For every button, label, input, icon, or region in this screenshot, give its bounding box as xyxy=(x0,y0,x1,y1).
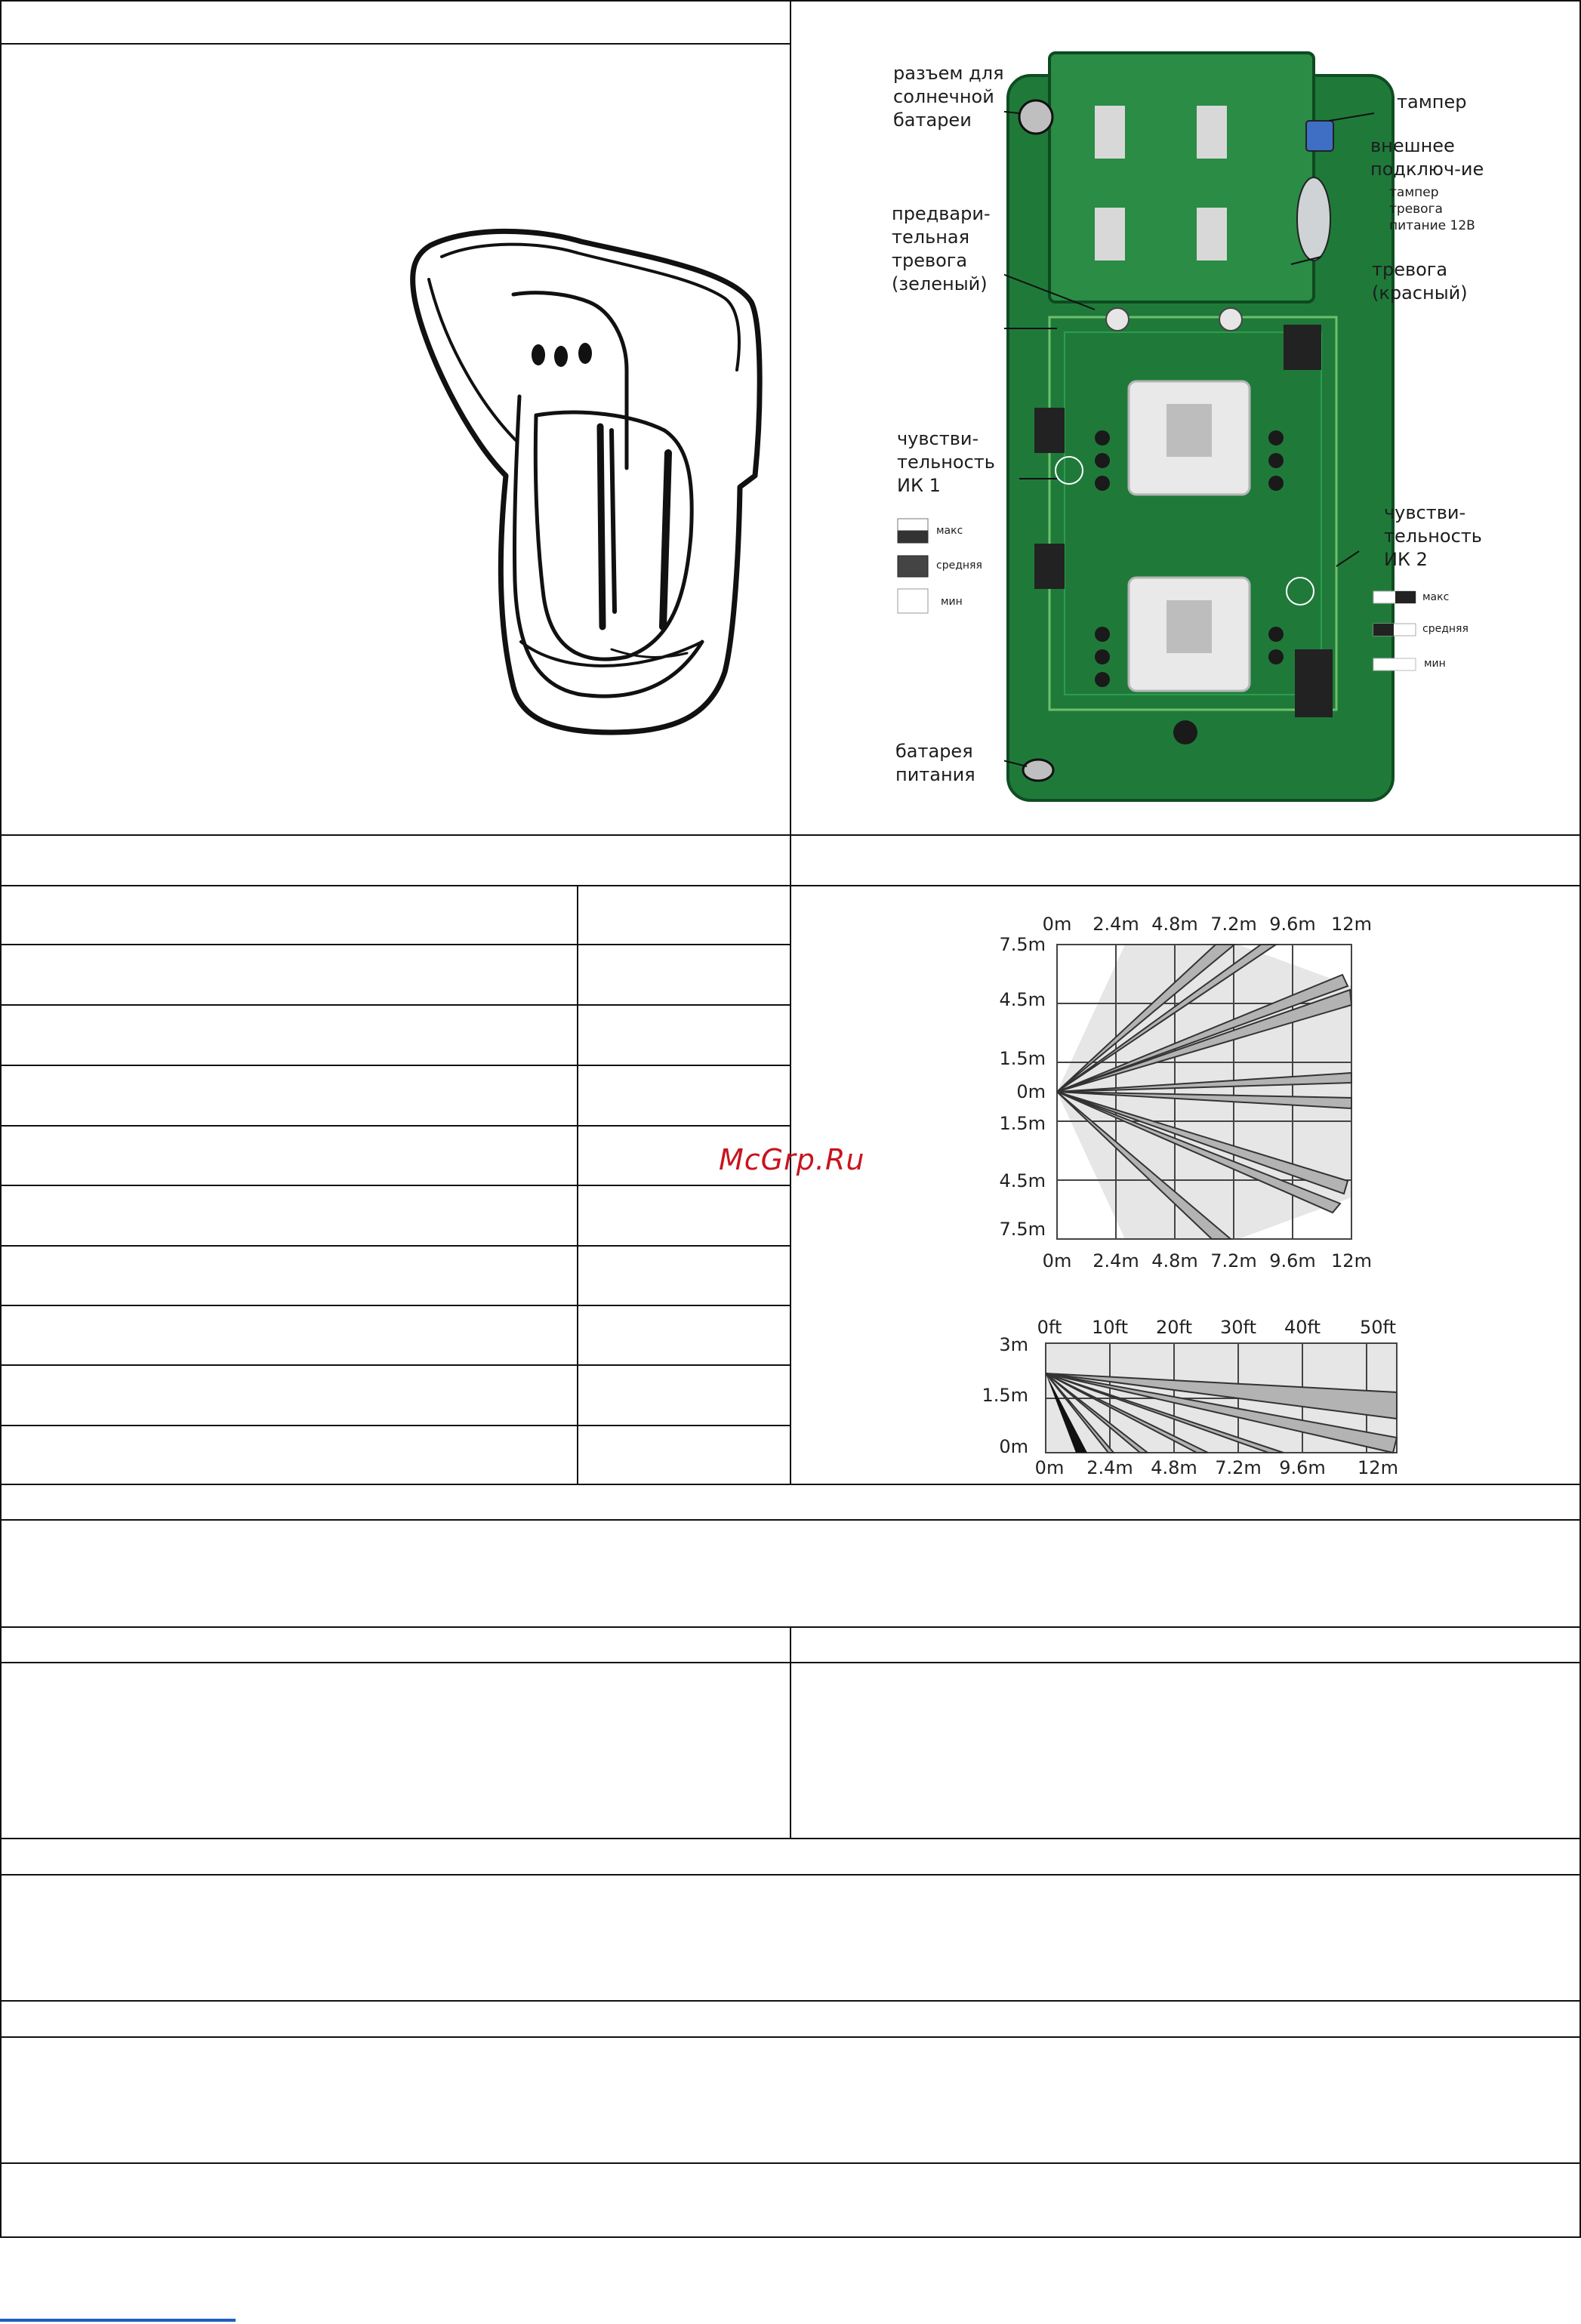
top-view-x-tick-bottom: 4.8m xyxy=(1151,1250,1198,1271)
top-view-x-tick-bottom: 2.4m xyxy=(1093,1250,1139,1271)
rule xyxy=(0,1065,790,1066)
jumper-mid-label: средняя xyxy=(1422,623,1469,635)
side-view-m-tick: 4.8m xyxy=(1151,1457,1197,1478)
rule xyxy=(0,1245,790,1247)
rule xyxy=(0,1364,790,1366)
top-view-y-tick: 4.5m xyxy=(999,989,1046,1010)
pcb-photo xyxy=(1004,51,1395,802)
side-view-ft-tick: 10ft xyxy=(1092,1317,1128,1338)
rule xyxy=(0,2000,1581,2002)
beams xyxy=(1056,944,1353,1240)
top-view-y-tick: 0m xyxy=(1016,1081,1046,1102)
top-view-x-tick-top: 0m xyxy=(1043,914,1072,935)
tamper-label: тампер xyxy=(1397,91,1467,113)
rule xyxy=(0,1519,1581,1521)
top-view-y-tick: 1.5m xyxy=(999,1113,1046,1134)
jumper-icons xyxy=(1373,590,1416,671)
ir1-jumper-legend: макс средняя мин xyxy=(897,518,982,616)
rule xyxy=(0,944,790,945)
side-view-ft-tick: 40ft xyxy=(1284,1317,1321,1338)
watermark: McGrp.Ru xyxy=(719,1143,865,1176)
top-view-pattern: 0m 0m 2.4m 2.4m 4.8m 4.8m 7.2m 7.2m 9.6m 9.6m 12m 1… xyxy=(999,914,1372,1271)
creep-zone xyxy=(1046,1373,1087,1453)
rule xyxy=(0,1185,790,1186)
top-view-y-tick: 1.5m xyxy=(999,1048,1046,1069)
rule xyxy=(0,1125,790,1127)
side-view-m-tick: 12m xyxy=(1358,1457,1398,1478)
rule xyxy=(0,1425,790,1426)
top-view-x-tick-bottom: 9.6m xyxy=(1269,1250,1316,1271)
jumper-min-label: мин xyxy=(1424,658,1446,670)
top-view-x-tick-top: 9.6m xyxy=(1269,914,1316,935)
top-view-x-tick-top: 7.2m xyxy=(1210,914,1257,935)
side-view-m-tick: 0m xyxy=(1035,1457,1065,1478)
side-view-y-tick: 0m xyxy=(999,1436,1028,1457)
side-view-y-tick: 1.5m xyxy=(982,1385,1028,1406)
footer-link-underline xyxy=(0,2319,236,2322)
top-view-x-tick-top: 4.8m xyxy=(1151,914,1198,935)
top-view-y-tick: 7.5m xyxy=(999,1219,1046,1240)
jumper-icons xyxy=(897,518,929,614)
side-view-ft-tick: 30ft xyxy=(1220,1317,1256,1338)
top-view-x-tick-bottom: 12m xyxy=(1331,1250,1372,1271)
jumper-min-label: мин xyxy=(941,596,963,608)
top-view-x-tick-top: 12m xyxy=(1331,914,1372,935)
side-view-m-tick: 9.6m xyxy=(1279,1457,1326,1478)
detector-illustration xyxy=(410,228,763,735)
jumper-max-label: макс xyxy=(1422,591,1450,603)
top-view-x-tick-top: 2.4m xyxy=(1093,914,1139,935)
side-view-pattern: 0ft 10ft 20ft 30ft 40ft 50ft 0m 2.4m 4.8m 7.2m 9.6… xyxy=(982,1317,1398,1478)
side-beams xyxy=(1045,1373,1398,1454)
side-view-m-tick: 7.2m xyxy=(1215,1457,1262,1478)
top-view-y-tick: 4.5m xyxy=(999,1170,1046,1191)
rule xyxy=(790,0,791,1485)
rule xyxy=(0,0,2,2238)
rule xyxy=(0,43,790,45)
rule xyxy=(1579,0,1581,2238)
rule xyxy=(0,1874,1581,1876)
jumper-mid-label: средняя xyxy=(936,559,982,572)
top-view-x-tick-bottom: 0m xyxy=(1043,1250,1072,1271)
rule xyxy=(790,1626,791,1839)
rule xyxy=(0,2236,1581,2238)
side-view-m-tick: 2.4m xyxy=(1086,1457,1133,1478)
top-view-x-tick-bottom: 7.2m xyxy=(1210,1250,1257,1271)
rule xyxy=(0,2036,1581,2038)
ir2-jumper-legend: макс средняя мин xyxy=(1373,590,1493,673)
side-view-ft-tick: 50ft xyxy=(1360,1317,1396,1338)
side-view-ft-tick: 0ft xyxy=(1037,1317,1062,1338)
top-view-y-tick: 7.5m xyxy=(999,934,1046,955)
rule xyxy=(0,2162,1581,2164)
side-view-y-tick: 3m xyxy=(999,1334,1028,1355)
alarm-label: тревога(красный) xyxy=(1372,259,1468,304)
rule xyxy=(0,1305,790,1306)
rule xyxy=(577,885,578,1485)
jumper-max-label: макс xyxy=(936,525,963,537)
side-view-ft-tick: 20ft xyxy=(1156,1317,1192,1338)
rule xyxy=(0,1004,790,1006)
spec-table xyxy=(0,0,1581,2238)
